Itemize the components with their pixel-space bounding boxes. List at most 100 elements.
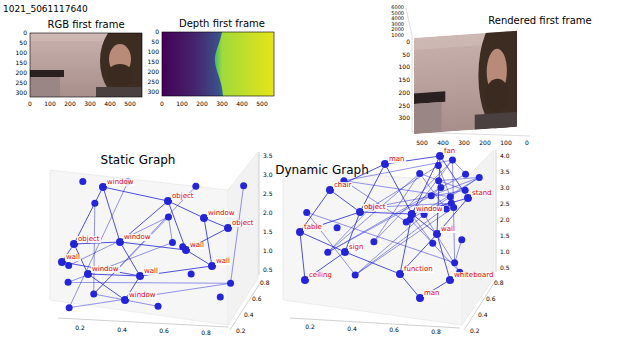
graph-dot: [324, 249, 331, 256]
node-label: ceiling: [308, 272, 333, 279]
graph-node: wall: [136, 272, 144, 280]
graph-edge: [415, 216, 434, 231]
graph-edge: [304, 213, 356, 230]
graph-edge: [189, 252, 208, 264]
axis-tick: 500: [416, 140, 427, 146]
graph-link: [344, 181, 406, 222]
graph-dot: [416, 170, 423, 177]
graph-dot: [451, 259, 458, 266]
graph-link: [307, 212, 455, 262]
axis-tick: 150: [148, 59, 159, 65]
axis-tick: 250: [148, 79, 159, 85]
art-rect: [162, 32, 274, 96]
graph-node: window: [200, 214, 208, 222]
node-label: window: [106, 179, 135, 186]
graph-dot: [450, 204, 457, 211]
graph-dot: [435, 162, 442, 169]
graph-dot: [428, 192, 435, 199]
node-label: window: [207, 210, 236, 217]
graph-edge: [387, 168, 410, 211]
graph-node: object: [356, 208, 364, 216]
graph-edge: [66, 263, 136, 276]
axis-tick: 0.5: [263, 267, 273, 273]
axis-tick: 400: [437, 140, 448, 146]
axis-tick: 0: [406, 39, 410, 45]
art-g: [414, 15, 524, 137]
axis-tick: 6000: [391, 5, 404, 10]
axis-tick: 150: [16, 60, 27, 66]
axis-tick: 1000: [391, 32, 404, 37]
art-line: [290, 318, 460, 328]
graph-node: wall: [58, 258, 66, 266]
graph-dot: [303, 209, 310, 216]
node-label: stand: [471, 190, 493, 197]
node-label: chair: [333, 182, 352, 189]
axis-tick: 50: [151, 39, 159, 45]
node-label: window: [91, 266, 120, 273]
axis-tick: 300: [216, 101, 227, 107]
graph-edge: [401, 218, 411, 270]
axis-tick: 200: [16, 70, 27, 76]
graph-edge: [403, 277, 418, 295]
art-line: [464, 280, 496, 330]
graph-dot: [217, 293, 224, 300]
graph-edge: [107, 188, 164, 200]
graph-node: ceiling: [301, 276, 309, 284]
art-line: [406, 8, 412, 36]
plot-title: 1021_5061117640: [3, 5, 88, 14]
axis-tick: 2.0: [263, 210, 273, 216]
graph-link: [68, 282, 230, 284]
graph-node: object: [70, 240, 78, 248]
art-line: [412, 36, 413, 132]
graph-dot: [334, 224, 341, 231]
graph-edge: [91, 276, 121, 297]
graph-node: window: [116, 238, 124, 246]
axis-tick: 200: [399, 90, 410, 96]
art-line: [259, 152, 260, 275]
graph-dot: [447, 193, 454, 200]
graph-node: window: [121, 296, 129, 304]
graph-edge: [414, 160, 439, 211]
graph-node: wall: [182, 246, 190, 254]
graph-node: window: [408, 210, 416, 218]
axis-tick: 300: [16, 90, 27, 96]
axis-tick: 4000: [391, 16, 404, 21]
axis-tick: 100: [16, 50, 27, 56]
graph-edge: [442, 159, 466, 194]
axis-tick: 0: [23, 30, 27, 36]
node-label: man: [388, 156, 406, 163]
axis-tick: 2.0: [500, 217, 510, 223]
art-g: [30, 33, 142, 97]
axis-tick: 0.6: [252, 296, 262, 302]
art-line: [230, 280, 262, 330]
axis-tick: 300: [458, 140, 469, 146]
axis-tick: 150: [399, 77, 410, 83]
plot-title: Depth first frame: [179, 19, 265, 29]
graph-dot: [370, 238, 377, 245]
node-label: function: [403, 266, 434, 273]
graph-edge: [190, 230, 225, 248]
graph-dot: [66, 304, 73, 311]
axis-tick: 200: [196, 101, 207, 107]
graph-link: [420, 173, 465, 190]
axis-tick: 50: [402, 52, 410, 58]
node-label: window: [123, 234, 152, 241]
axis-tick: 3.5: [263, 153, 273, 159]
graph-dot: [188, 271, 195, 278]
axis-tick: 400: [104, 101, 115, 107]
graph-dot: [449, 157, 456, 164]
axis-tick: 500: [256, 101, 267, 107]
axis-tick: 1.5: [263, 229, 273, 235]
axis-tick: 3.5: [500, 169, 510, 175]
graph-edge: [437, 160, 440, 230]
axis-tick: 400: [236, 101, 247, 107]
graph-dot: [65, 279, 72, 286]
graph-dot: [352, 272, 359, 279]
axis-tick: 0.2: [236, 328, 246, 334]
art-g: [30, 23, 150, 99]
graph-edge: [300, 236, 304, 276]
node-label: fan: [443, 148, 456, 155]
art-rect: [162, 32, 274, 96]
graph-node: chair: [326, 186, 334, 194]
axis-tick: 2.5: [263, 191, 273, 197]
